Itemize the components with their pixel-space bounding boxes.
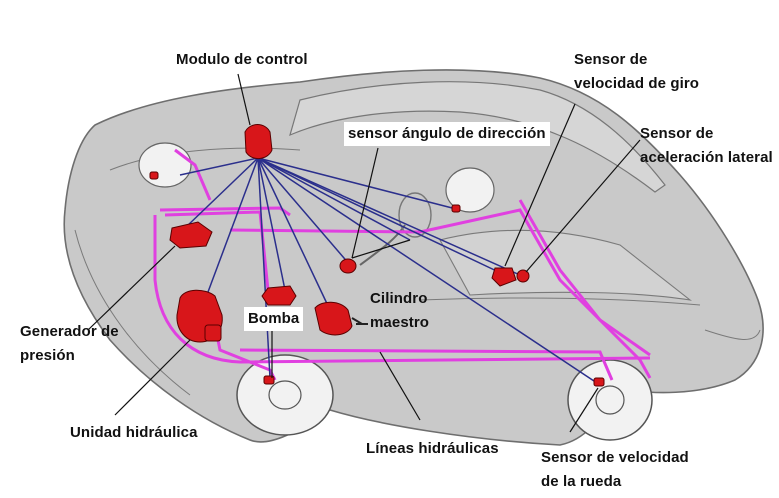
label-lateral-accel-line-1: Sensor de: [640, 125, 714, 142]
wire-to-lateral-sensor: [257, 157, 521, 276]
pump: [261, 285, 297, 306]
hydraulic-line-to-rear-right: [229, 208, 652, 379]
label-pressure-generator-line-2: presión: [20, 347, 75, 364]
hydraulic-line-loop: [153, 215, 651, 364]
control-module: [244, 124, 273, 159]
leader-yaw-rate: [504, 103, 576, 267]
hood-line: [109, 147, 301, 171]
label-master-cylinder: Cilindro maestro: [370, 287, 429, 335]
leader-steering-angle-2: [351, 239, 411, 259]
label-wheel-speed-line-2: de la rueda: [541, 473, 622, 490]
steering-wheel: [398, 192, 432, 238]
wire-to-rear-left-wheel: [257, 157, 601, 386]
signal-wires: [179, 157, 601, 386]
label-hydraulic-lines: Líneas hidráulicas: [366, 440, 499, 457]
lateral-acceleration-sensor: [516, 269, 530, 283]
wire-to-front-right-wheel: [179, 157, 259, 176]
hydraulic-line-to-rear-left: [518, 199, 651, 357]
label-master-cylinder-line-2: maestro: [370, 314, 430, 331]
hydraulic-unit-motor: [204, 324, 222, 342]
label-hydraulic-unit: Unidad hidráulica: [70, 424, 198, 441]
front-left-wheel-hub: [268, 380, 302, 410]
leader-wheel-speed: [569, 387, 599, 433]
hydraulic-line-bottom: [239, 348, 614, 381]
label-wheel-speed-line-1: Sensor de velocidad: [541, 449, 689, 466]
label-yaw-rate-sensor-line-2: velocidad de giro: [574, 75, 700, 92]
wire-to-steering-mid: [257, 157, 411, 241]
leader-control-module: [237, 73, 251, 126]
front-left-wheel: [236, 354, 334, 436]
label-steering-angle-sensor: sensor ángulo de dirección: [344, 122, 550, 146]
rear-bumper: [704, 329, 761, 340]
hydraulic-line-to-front-right: [174, 148, 212, 201]
label-wheel-speed-sensor: Sensor de velocidad de la rueda: [541, 446, 689, 494]
door-line: [419, 297, 701, 306]
label-control-module: Modulo de control: [176, 51, 308, 68]
wire-to-master-cylinder: [257, 157, 331, 311]
steering-angle-sensor: [339, 258, 357, 274]
front-bumper: [74, 229, 191, 396]
label-lateral-accel-line-2: aceleración lateral: [640, 149, 773, 166]
label-yaw-rate-sensor: Sensor de velocidad de giro: [574, 48, 699, 96]
components: [149, 124, 605, 387]
leader-lateral-accel: [525, 139, 641, 273]
wheel-speed-sensor-rear-left: [593, 377, 605, 387]
wire-to-steering-sensor: [257, 157, 351, 266]
wire-to-front-left-wheel: [257, 157, 271, 379]
leader-hydraulic-unit: [114, 339, 191, 416]
leader-steering-angle: [351, 147, 379, 259]
leader-hydraulic-lines: [379, 351, 421, 421]
label-yaw-rate-sensor-line-1: Sensor de: [574, 51, 648, 68]
label-pump: Bomba: [244, 307, 304, 331]
rear-left-wheel: [567, 359, 653, 441]
rear-left-wheel-hub: [595, 385, 625, 415]
label-lateral-accel-sensor: Sensor de aceleración lateral: [640, 122, 773, 170]
master-cylinder: [314, 301, 353, 336]
wheel-speed-sensor-front-right: [149, 171, 159, 180]
wheel-speed-sensor-rear-right: [451, 204, 461, 213]
wire-to-pressure-generator: [184, 157, 259, 229]
label-master-cylinder-line-1: Cilindro: [370, 290, 428, 307]
label-pressure-generator: Generador de presión: [20, 320, 119, 368]
front-right-wheel: [138, 142, 192, 188]
leader-lines: [87, 73, 641, 433]
wire-to-hydraulic-unit: [204, 157, 259, 301]
wire-to-pump: [257, 157, 286, 291]
wire-to-rear-right-wheel: [257, 157, 461, 211]
rear-right-wheel: [445, 167, 495, 213]
pressure-generator: [169, 221, 213, 249]
label-pressure-generator-line-1: Generador de: [20, 323, 119, 340]
leader-pressure-generator: [87, 245, 176, 331]
hydraulic-line-top: [159, 206, 291, 217]
roof-outline: [289, 81, 666, 193]
hydraulic-line-loop-inner: [164, 210, 270, 291]
hydraulic-lines: [153, 148, 652, 381]
yaw-rate-sensor: [491, 267, 517, 287]
wire-to-yaw-sensor: [257, 157, 506, 276]
